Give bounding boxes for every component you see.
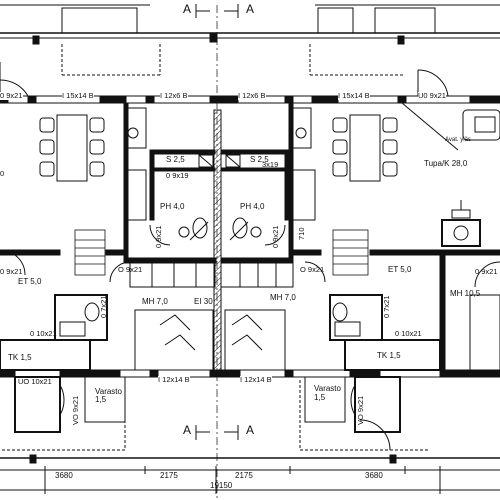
- door-label: O 9x21: [118, 265, 143, 274]
- door-label: VO 9x21: [356, 395, 365, 425]
- room-label-closet: TK 1,5: [8, 353, 32, 362]
- room-label-entry: ET 5,0: [18, 277, 42, 286]
- room-label-storage: Varasto: [314, 384, 341, 393]
- room-label-sauna: S 2,5: [166, 155, 185, 164]
- door-label: 0 9x21: [0, 91, 23, 100]
- door-label: 0 9x21: [154, 225, 163, 248]
- window-label: I 12x14 B: [158, 375, 190, 384]
- section-marker-left-top: A: [183, 2, 192, 16]
- section-marker-left-bottom: A: [183, 423, 192, 437]
- dimension-left: 3680: [55, 471, 73, 480]
- door-label: O 9x21: [300, 265, 325, 274]
- room-label-living: Tupa/K 28,0: [424, 159, 468, 168]
- door-label: U0 9x21: [418, 91, 446, 100]
- section-marker-right-bottom: A: [246, 423, 255, 437]
- door-label: VO 9x21: [71, 395, 80, 425]
- section-marker-right-top: A: [246, 2, 255, 16]
- window-label: I 15x14 B: [62, 91, 94, 100]
- door-label: 0 10x21: [395, 329, 422, 338]
- dimension-right: 3680: [365, 471, 383, 480]
- room-label-bedroom: MH 7,0: [270, 293, 296, 302]
- room-area-storage: 1,5: [314, 393, 326, 402]
- dimension-mid-right: 2175: [235, 471, 253, 480]
- room-area-storage: 1,5: [95, 395, 107, 404]
- door-label: 0 9x19: [166, 171, 189, 180]
- dimension-mid-left: 2175: [160, 471, 178, 480]
- room-label-bedroom: MH 7,0: [142, 297, 168, 306]
- room-label-entry: ET 5,0: [388, 265, 412, 274]
- door-label: 0 7x21: [99, 295, 108, 318]
- room-label-storage: Varasto: [95, 387, 122, 396]
- room-label-closet: TK 1,5: [377, 351, 401, 360]
- dimension-total: 19150: [210, 481, 233, 490]
- door-label: 3x19: [262, 160, 279, 169]
- door-label: 0 10x21: [30, 329, 57, 338]
- room-label-wc: PH 4,0: [160, 202, 185, 211]
- fireplace-note: Avat. yläs: [445, 137, 471, 143]
- fire-class-note: EI 30: [194, 297, 213, 306]
- room-label-wc: PH 4,0: [240, 202, 265, 211]
- window-label: I 12x14 B: [240, 375, 272, 384]
- door-label: 0 9x21: [271, 225, 280, 248]
- window-label: I 15x14 B: [338, 91, 370, 100]
- door-label: 0 9x21: [0, 267, 23, 276]
- window-label: I 12x6 B: [238, 91, 266, 100]
- door-label: UO 10x21: [18, 377, 52, 386]
- room-area-partial: 0: [0, 169, 5, 178]
- window-label: I 12x6 B: [160, 91, 188, 100]
- door-label: 0 7x21: [382, 295, 391, 318]
- room-label-sauna: S 2,5: [250, 155, 269, 164]
- door-label: 0 9x21: [475, 267, 498, 276]
- room-label-bedroom: MH 10,5: [450, 289, 481, 298]
- dimension-note: 710: [297, 227, 306, 240]
